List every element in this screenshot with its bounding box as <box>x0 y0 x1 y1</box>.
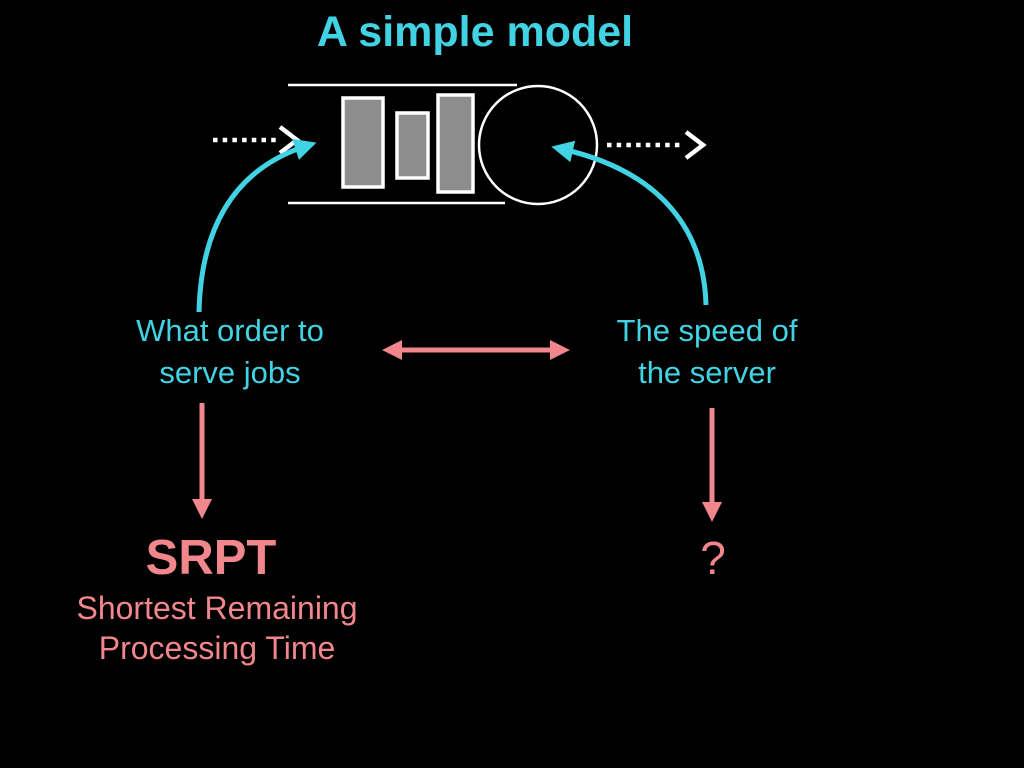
srpt-acronym: SRPT <box>145 531 277 585</box>
open-question-mark: ? <box>700 532 726 584</box>
job-bar-icon <box>436 93 475 194</box>
job-bar-icon <box>395 111 430 180</box>
label-server-speed: The speed of the server <box>616 313 798 390</box>
departure-arrowhead-icon <box>684 130 707 160</box>
speed-pointer-arrow <box>551 140 709 306</box>
server-circle-icon <box>477 84 599 206</box>
label-order-to-serve: What order to serve jobs <box>136 313 324 390</box>
slide-title: A simple model <box>316 8 634 56</box>
order-pointer-arrow <box>196 138 317 313</box>
srpt-full-name: Shortest Remaining Processing Time <box>76 590 358 666</box>
job-bar-icon <box>341 96 385 189</box>
